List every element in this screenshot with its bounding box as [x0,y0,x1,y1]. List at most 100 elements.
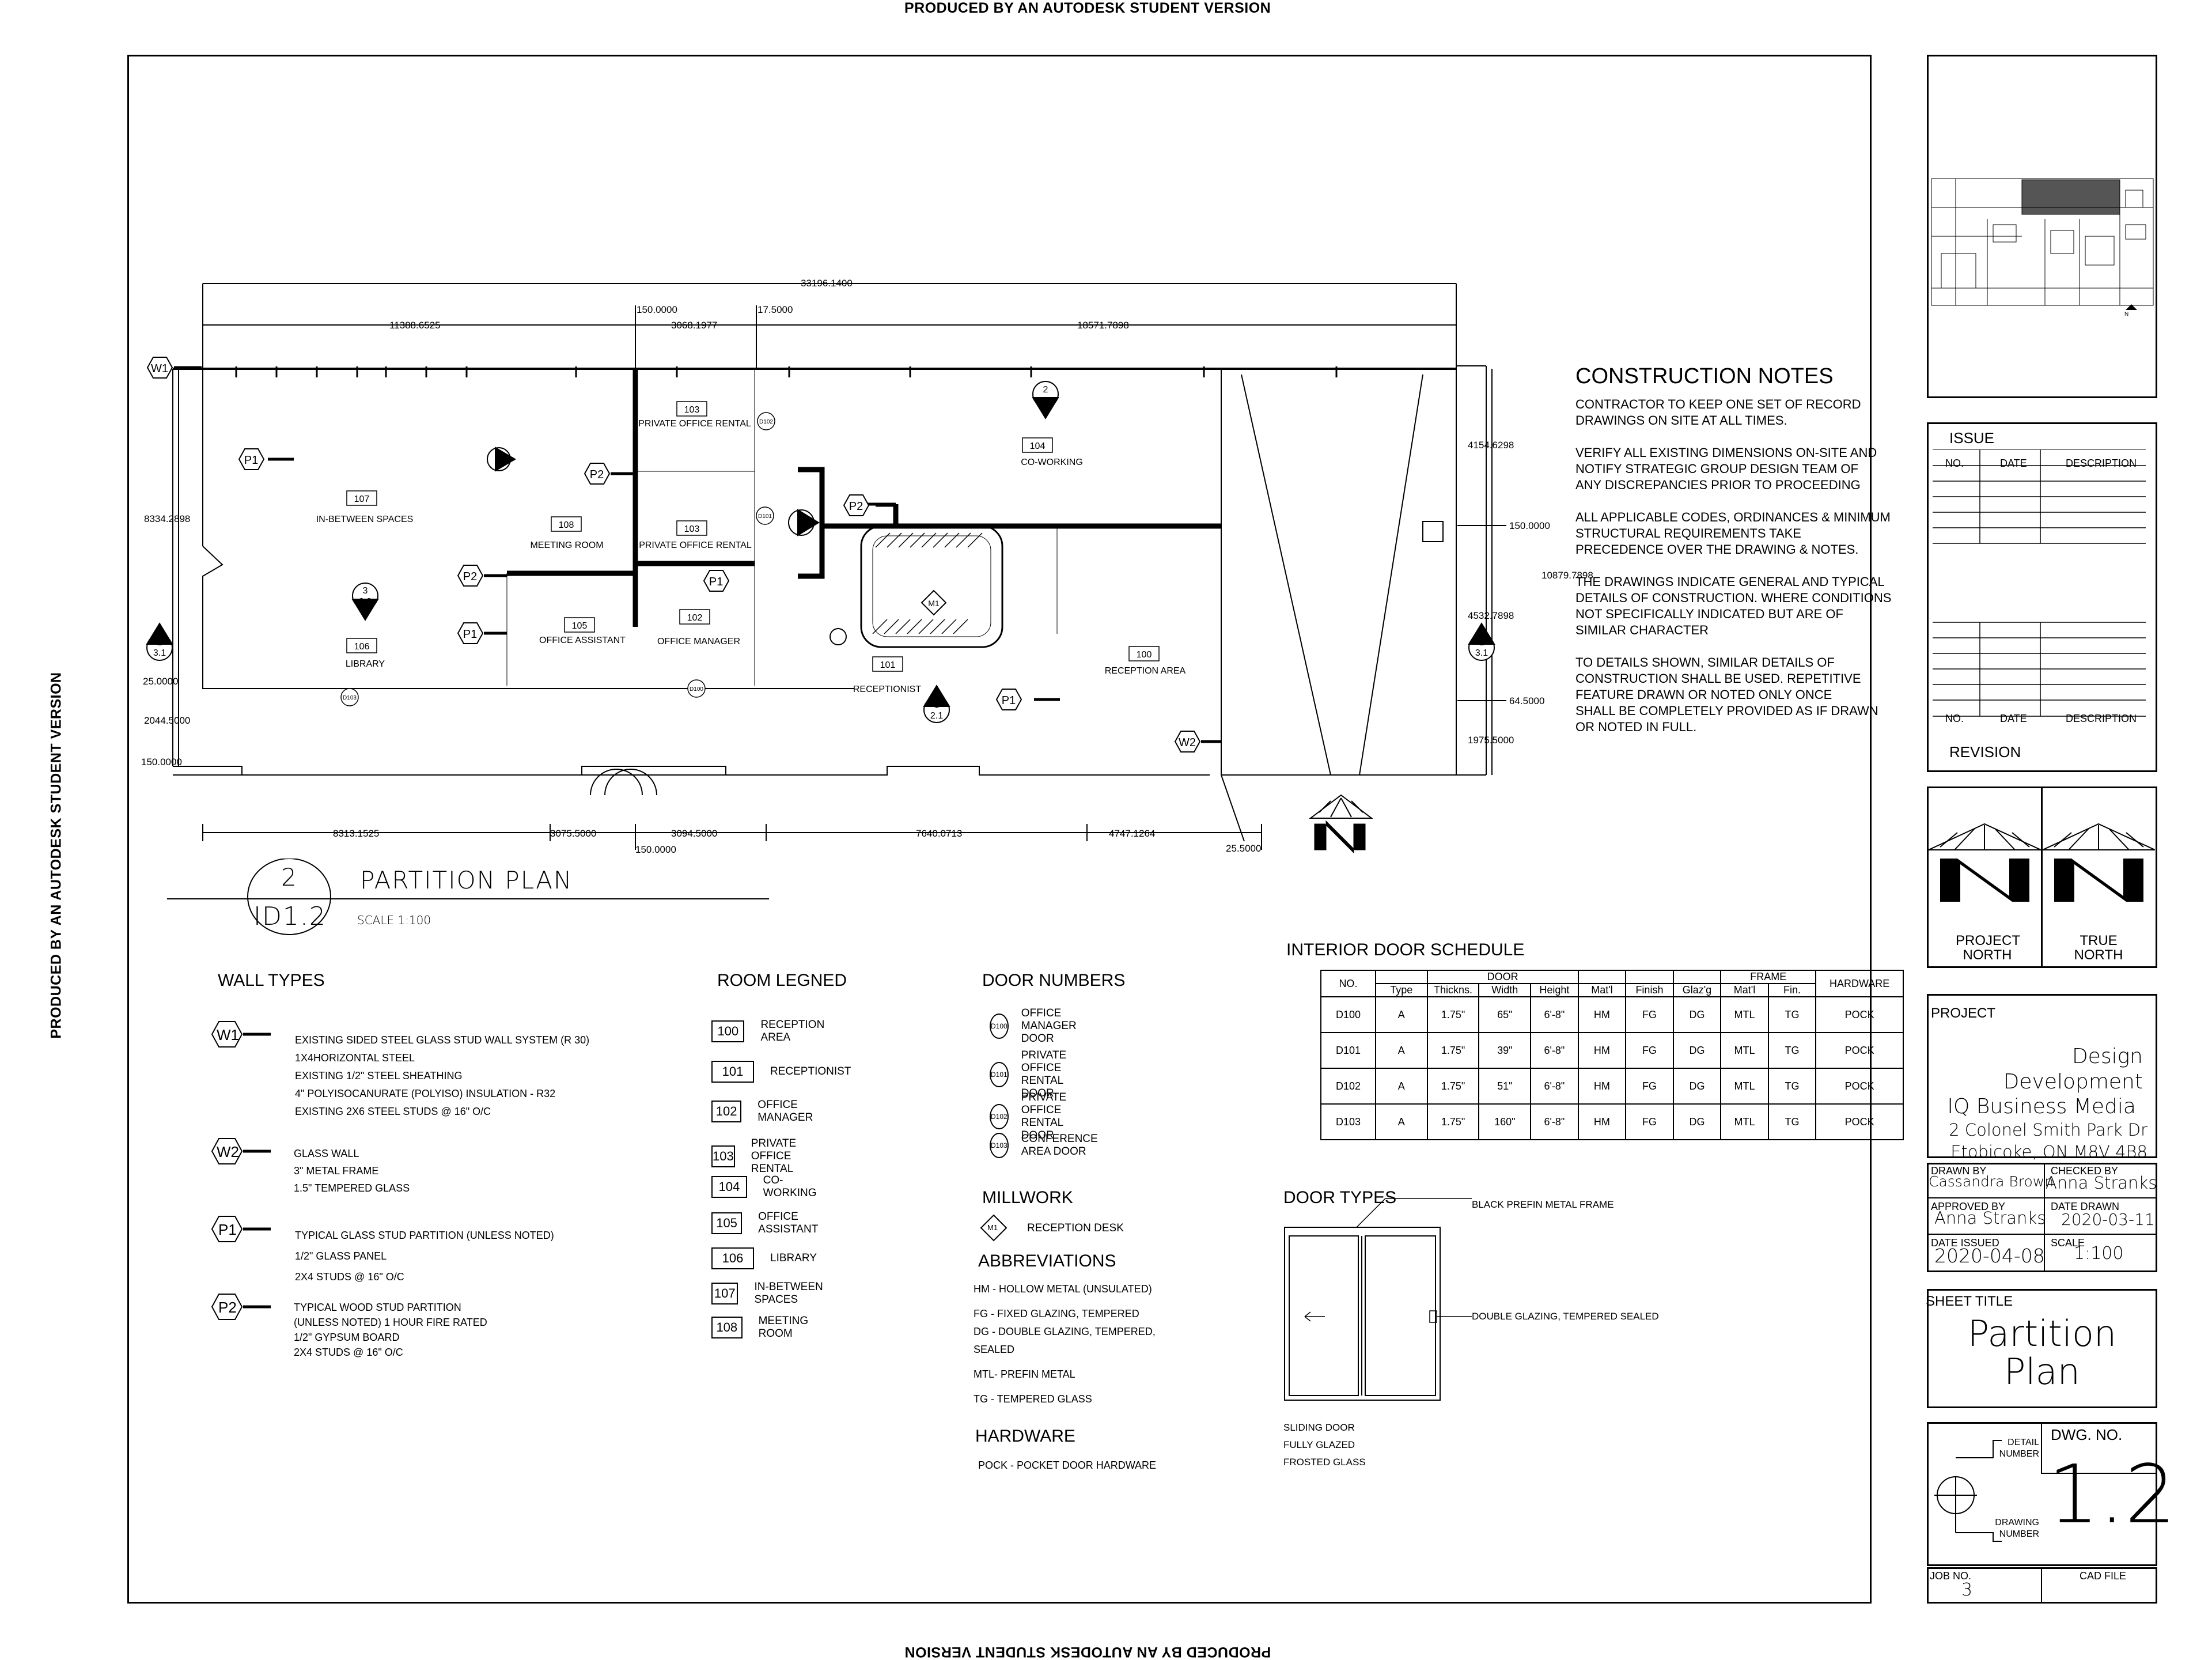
dim-top-3: 3068.1977 [671,320,717,331]
door-schedule-table: NO. DOOR FRAME HARDWARE Type Thickns. Wi… [1320,970,1904,1140]
room-tag-105-num: 105 [572,621,588,631]
plan-tag-m1: M1 [928,599,940,608]
project-city: Etobicoke, ON M8V 4B8 [1950,1142,2147,1162]
abbreviations-title: ABBREVIATIONS [978,1251,1116,1270]
door-tag: D102 [990,1104,1009,1129]
credits-divider-h1 [1927,1197,2157,1198]
drawing-number-label: DRAWING NUMBER [1987,1517,2039,1540]
date-drawn-label: DATE DRAWN [2051,1201,2119,1212]
ds-cell: POCK [1815,1068,1904,1105]
dim-left-3: 2044.5000 [144,715,190,726]
ds-cell: MTL [1720,1068,1769,1105]
approved-by-label: APPROVED BY [1931,1201,2006,1212]
ds-cell: POCK [1815,1032,1904,1069]
sheet-title-box [1927,1289,2157,1408]
date-drawn-value: 2020-03-11 [2061,1210,2155,1229]
ds-cell: A [1374,1103,1428,1140]
plan-tag-w1: W1 [151,362,168,375]
dim-right-6: 1975.5000 [1468,735,1514,746]
legend-num: 104 [711,1176,747,1198]
issue-title: ISSUE [1949,429,1995,447]
job-box [1927,1567,2157,1604]
ds-cell: DG [1672,996,1722,1033]
issue-revision-box [1927,422,2157,772]
plan-title-bubble [167,859,769,935]
millwork-tag-shape [980,1214,1007,1242]
ds-header: Finish [1625,983,1674,997]
plan-door-d100: D100 [690,686,703,693]
ds-cell: D103 [1320,1103,1376,1140]
checked-by-label: CHECKED BY [2051,1165,2119,1177]
north-label-line: NORTH [1963,947,2012,963]
dim-bottom-7: 25.5000 [1226,843,1261,854]
north-arrow [1309,794,1373,854]
sec-3-num: 3 [363,586,368,596]
dim-right-1: 4154.6298 [1468,440,1514,451]
note-line: NOTIFY STRATEGIC GROUP DESIGN TEAM OF [1575,462,1858,476]
project-north-label: PROJECT NORTH [1956,933,2020,963]
note-line: CONTRACTOR TO KEEP ONE SET OF RECORD [1575,397,1861,411]
wall-desc-line: 1X4HORIZONTAL STEEL [295,1052,415,1064]
room-tag-104-name: CO-WORKING [1021,457,1083,467]
revision-h-no: NO. [1945,713,1964,724]
plan-scale: SCALE 1:100 [357,913,431,927]
approved-by-value: Anna Stranks [1934,1208,2046,1228]
scale-label: SCALE [2051,1237,2085,1249]
wall-p2-desc: TYPICAL WOOD STUD PARTITION (UNLESS NOTE… [294,1300,487,1360]
job-no-label: JOB NO. [1930,1570,1972,1582]
ds-header: Height [1530,983,1579,997]
dwg-no-value: 1.2 [2048,1448,2176,1542]
plan-tag-p2-b: P2 [590,468,604,481]
dim-top-1: 11388.6525 [389,320,441,331]
watermark-bottom: PRODUCED BY AN AUTODESK STUDENT VERSION [904,1644,1271,1660]
key-plan-box [1927,55,2157,398]
millwork-name: RECEPTION DESK [1027,1222,1124,1234]
ds-cell: A [1374,1068,1428,1105]
ds-cell: 6'-8" [1530,1103,1579,1140]
drawn-by-label: DRAWN BY [1931,1165,1987,1177]
door-type-elevation [1284,1198,1472,1401]
sheet-title-label: SHEET TITLE [1926,1294,2013,1309]
sheet-title-line: Partition [1967,1313,2117,1355]
ds-cell: TG [1767,1103,1817,1140]
dwg-no-label: DWG. NO. [2051,1426,2123,1443]
cad-file-label: CAD FILE [2080,1570,2127,1582]
project-info: Design Development IQ Business Media 2 C… [1930,1044,2154,1163]
project-north-icon [1929,823,2041,902]
room-tag-103b-num: 103 [684,524,700,534]
issue-h-date: DATE [2000,457,2027,469]
note-line: NOT SPECIFICALLY INDICATED BUT ARE OF [1575,607,1843,621]
plan-tag-p1-b: P1 [709,576,723,588]
legend-num: 106 [711,1247,754,1269]
ds-cell: DG [1672,1103,1722,1140]
hardware-line: POCK - POCKET DOOR HARDWARE [978,1459,1157,1471]
door-numbers-title: DOOR NUMBERS [982,971,1126,990]
note-line: DRAWINGS ON SITE AT ALL TIMES. [1575,413,1787,428]
label-line: DRAWING [1995,1518,2039,1527]
legend-name: RECEPTIONIST [770,1065,851,1077]
note-line: THE DRAWINGS INDICATE GENERAL AND TYPICA… [1575,574,1885,589]
ds-group-frame: FRAME [1720,970,1817,984]
wall-desc-line: TYPICAL GLASS STUD PARTITION (UNLESS NOT… [295,1230,554,1241]
sec-1-sheet: 3.1 [153,648,166,658]
wall-desc-line: 2X4 STUDS @ 16" O/C [294,1347,403,1358]
drawn-by-value: Cassandra Brown [1929,1173,2054,1190]
sheet-title-line: Plan [2004,1351,2080,1393]
ds-header: Fin. [1767,983,1817,997]
legend-num: 102 [711,1101,742,1122]
ds-cell: 1.75" [1426,1068,1480,1105]
ds-cell: FG [1625,996,1674,1033]
project-address: 2 Colonel Smith Park Dr [1949,1120,2147,1140]
dim-top-5: 18571.7898 [1077,320,1129,331]
ds-cell: 6'-8" [1530,996,1579,1033]
abbrev-line: DG - DOUBLE GLAZING, TEMPERED, [974,1326,1156,1337]
legend-name: OFFICE MANAGER [757,1099,813,1124]
date-issued-value: 2020-04-08 [1934,1245,2045,1267]
true-north-icon [2043,823,2155,902]
legend-num: 100 [711,1020,745,1042]
dim-right-3: 10879.7898 [1541,570,1593,581]
ds-header: Glaz'g [1672,983,1722,997]
ds-cell: 6'-8" [1530,1032,1579,1069]
